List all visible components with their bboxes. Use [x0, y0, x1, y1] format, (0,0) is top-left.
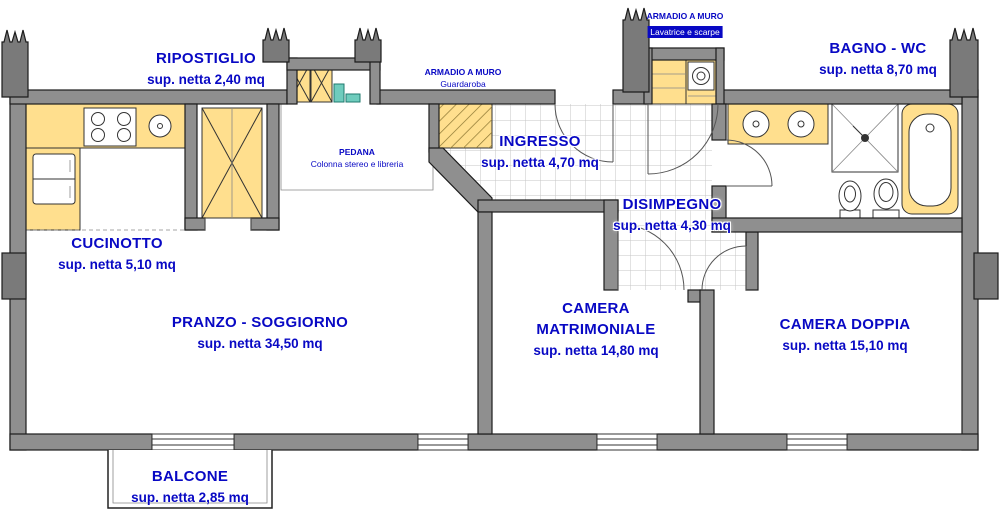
room-area: sup. netta 4,30 mq — [613, 218, 731, 233]
kitchen-sink-icon — [148, 114, 172, 138]
note-title: ARMADIO A MURO — [646, 11, 724, 21]
room-name: BALCONE — [151, 468, 229, 485]
room-area: sup. netta 8,70 mq — [819, 62, 937, 77]
room-name: CAMERA DOPPIA — [779, 316, 911, 333]
note-armadio-lavatrice: ARMADIO A MURO Lavatrice e scarpe — [646, 10, 724, 40]
room-label-ingresso: INGRESSO sup. netta 4,70 mq — [481, 131, 599, 173]
room-area: sup. netta 2,40 mq — [147, 72, 265, 87]
fridge-icon — [32, 153, 76, 205]
note-title: ARMADIO A MURO — [424, 67, 502, 77]
room-name: MATRIMONIALE — [536, 321, 656, 338]
note-armadio-guardaroba: ARMADIO A MURO Guardaroba — [425, 66, 502, 90]
shower — [831, 103, 899, 173]
note-title: PEDANA — [339, 147, 375, 157]
note-subtitle: Lavatrice e scarpe — [647, 26, 723, 38]
sink-icon — [787, 110, 815, 138]
room-name: PRANZO - SOGGIORNO — [171, 314, 349, 331]
room-name: BAGNO - WC — [829, 40, 927, 57]
room-name: RIPOSTIGLIO — [156, 50, 256, 67]
speaker-icon — [345, 93, 361, 103]
bidet-icon — [838, 180, 862, 220]
room-label-pranzo-soggiorno: PRANZO - SOGGIORNO sup. netta 34,50 mq — [172, 312, 348, 354]
room-area: sup. netta 14,80 mq — [533, 343, 659, 358]
room-name: DISIMPEGNO — [622, 196, 722, 213]
speaker-icon — [333, 83, 345, 103]
washing-machine-icon — [687, 61, 715, 91]
sink-icon — [742, 110, 770, 138]
room-area: sup. netta 15,10 mq — [782, 338, 908, 353]
door-arc — [204, 103, 773, 291]
laundry-closet — [651, 59, 717, 105]
stove-icon — [83, 107, 137, 147]
storage-closet — [201, 107, 263, 219]
room-area: sup. netta 34,50 mq — [197, 336, 323, 351]
room-area: sup. netta 4,70 mq — [481, 155, 599, 170]
note-subtitle: Guardaroba — [440, 79, 486, 89]
room-area: sup. netta 2,85 mq — [131, 490, 249, 505]
wardrobe-closet — [435, 103, 493, 149]
wall-break-icon — [1, 7, 999, 300]
room-area: sup. netta 5,10 mq — [58, 257, 176, 272]
room-name: CUCINOTTO — [71, 235, 163, 252]
note-subtitle: Colonna stereo e libreria — [310, 159, 404, 169]
room-label-cucinotto: CUCINOTTO sup. netta 5,10 mq — [58, 233, 176, 275]
note-pedana: PEDANA Colonna stereo e libreria — [311, 146, 404, 170]
window — [151, 433, 848, 451]
toilet-icon — [872, 178, 900, 220]
tiled-floor — [443, 104, 746, 290]
room-name: CAMERA — [562, 300, 630, 317]
room-label-bagno: BAGNO - WC sup. netta 8,70 mq — [819, 38, 937, 80]
room-label-camera-doppia: CAMERA DOPPIA sup. netta 15,10 mq — [780, 314, 911, 356]
balcony-outline — [107, 450, 273, 509]
room-label-camera-matrimoniale: CAMERA MATRIMONIALE sup. netta 14,80 mq — [533, 298, 658, 361]
bathroom-vanity — [727, 103, 829, 145]
room-name: INGRESSO — [499, 133, 581, 150]
room-label-ripostiglio: RIPOSTIGLIO sup. netta 2,40 mq — [147, 48, 265, 90]
walls — [9, 47, 979, 451]
bathtub — [901, 103, 959, 215]
room-label-balcone: BALCONE sup. netta 2,85 mq — [131, 466, 249, 508]
room-label-disimpegno: DISIMPEGNO sup. netta 4,30 mq — [613, 194, 731, 236]
